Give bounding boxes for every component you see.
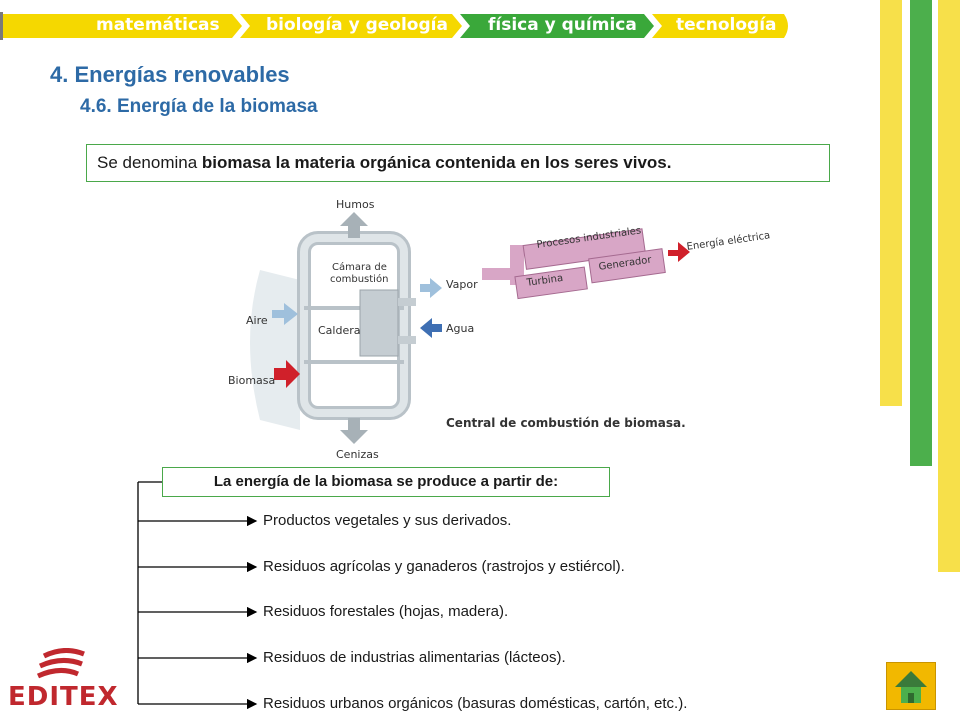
diagram-caption: Central de combustión de biomasa. [446,416,686,430]
page-title: 4. Energías renovables [50,62,290,87]
tab-matematicas[interactable]: matemáticas [96,15,220,35]
source-item-1: Productos vegetales y sus derivados. [263,512,512,529]
tabs-background [0,0,800,40]
yellow-stripe-left [880,0,902,406]
definition-prefix: Se denomina [97,153,202,172]
subject-tabs: matemáticas biología y geología física y… [0,0,800,40]
editex-logo-text: EDITEX [8,682,119,712]
tab-tecnologia[interactable]: tecnología [676,15,777,35]
home-icon [895,671,927,703]
label-combustion: combustión [330,274,389,285]
home-button[interactable] [886,662,936,710]
tab-shape-biologia [240,14,462,38]
label-agua: Agua [446,322,475,335]
editex-logo-mark [36,648,85,679]
green-stripe [910,0,932,466]
tab-shape-fisica [460,14,654,38]
page-subtitle: 4.6. Energía de la biomasa [80,96,318,117]
tab-shape-tecnologia [652,14,788,38]
tab-shape-matematicas [2,14,242,38]
label-camara: Cámara de [332,262,387,273]
label-biomasa: Biomasa [228,374,276,387]
source-item-2: Residuos agrícolas y ganaderos (rastrojo… [263,558,625,575]
sources-title-box: La energía de la biomasa se produce a pa… [162,467,610,497]
label-caldera: Caldera [318,324,361,337]
label-vapor: Vapor [446,278,478,291]
tab-biologia-geologia[interactable]: biología y geología [266,15,448,35]
definition-box: Se denomina biomasa la materia orgánica … [86,144,830,182]
editex-logo: EDITEX [8,648,138,714]
sources-tree-lines [137,481,258,710]
tab-fisica-quimica[interactable]: física y química [488,15,637,35]
label-aire: Aire [246,314,268,327]
source-item-3: Residuos forestales (hojas, madera). [263,603,509,620]
source-item-4: Residuos de industrias alimentarias (lác… [263,649,566,666]
diagram-graphic [250,212,690,444]
definition-bold: biomasa la materia orgánica contenida en… [201,153,672,172]
source-item-5: Residuos urbanos orgánicos (basuras domé… [263,695,688,712]
biomass-plant-diagram: Humos Cámara de combustión Caldera Aire … [220,190,820,465]
label-cenizas: Cenizas [336,448,379,461]
label-humos: Humos [336,198,375,211]
yellow-stripe-right [938,0,960,572]
